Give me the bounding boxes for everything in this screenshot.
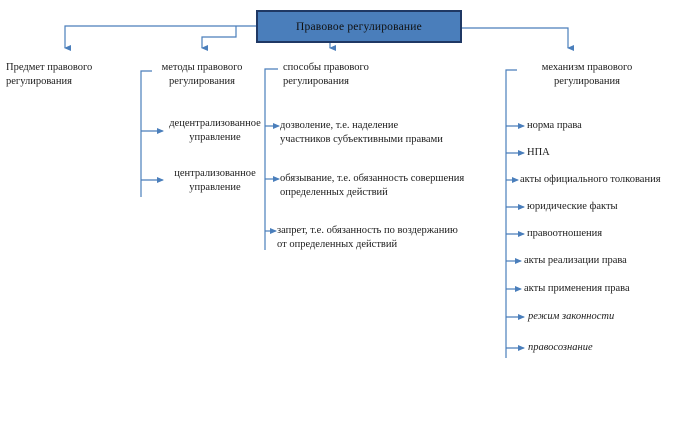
leaf-mehanizm-8: режим законности <box>528 311 615 322</box>
leaf-mehanizm-1: норма права <box>527 120 582 131</box>
leaf-metody-2: централизованное управление <box>174 168 256 193</box>
leaf-sposoby-1: дозволение, т.е. наделение участников су… <box>280 120 443 145</box>
leaf-mehanizm-9: правосознание <box>528 342 593 353</box>
leaf-mehanizm-4: юридические факты <box>527 201 618 212</box>
leaf-mehanizm-5: правоотношения <box>527 228 603 239</box>
leaf-sposoby-3: запрет, т.е. обязанность по воздержанию … <box>277 225 458 250</box>
leaf-metody-1: децентрализованное управление <box>169 118 261 143</box>
root-node: Правовое регулирование <box>256 10 462 43</box>
leaf-mehanizm-3: акты официального толкования <box>520 174 661 185</box>
leaf-mehanizm-6: акты реализации права <box>524 255 627 266</box>
column-heading-mehanizm: механизм правового регулирования <box>541 62 633 87</box>
column-heading-sposoby: способы правового регулирования <box>283 62 369 87</box>
column-heading-metody: методы правового регулирования <box>161 62 243 87</box>
leaf-mehanizm-2: НПА <box>527 147 550 158</box>
leaf-mehanizm-7: акты применения права <box>524 283 630 294</box>
root-node-label: Правовое регулирование <box>296 20 422 33</box>
column-heading-predmet: Предмет правового регулирования <box>6 62 93 87</box>
leaf-sposoby-2: обязывание, т.е. обязанность совершения … <box>280 173 465 198</box>
